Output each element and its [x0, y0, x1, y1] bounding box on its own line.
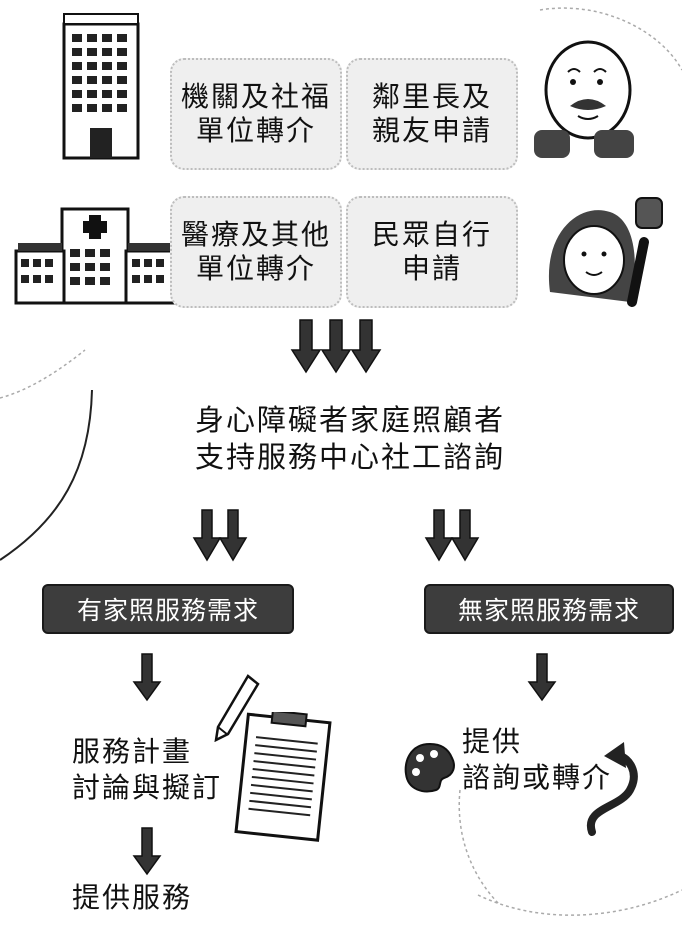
badge-has-need: 有家照服務需求 — [42, 584, 294, 634]
badge-no-need-label: 無家照服務需求 — [457, 596, 640, 625]
source-medical-line2: 單位轉介 — [195, 252, 316, 285]
source-village-line2: 親友申請 — [371, 114, 492, 147]
source-medical-referral: 醫療及其他 單位轉介 — [170, 196, 342, 308]
man-icon — [534, 40, 634, 158]
source-self-line1: 民眾自行 — [371, 218, 492, 251]
double-down-arrow-left-icon — [192, 509, 248, 562]
source-village-line1: 鄰里長及 — [371, 80, 492, 113]
badge-no-need: 無家照服務需求 — [424, 584, 674, 634]
triple-down-arrow-icon — [290, 319, 382, 374]
hospital-icon — [14, 207, 178, 305]
center-line1: 身心障礙者家庭照顧者 — [194, 403, 505, 437]
center-consultation: 身心障礙者家庭照顧者 支持服務中心社工諮詢 — [170, 402, 530, 476]
source-self-application: 民眾自行 申請 — [346, 196, 518, 308]
pencil-icon — [214, 674, 260, 742]
service-plan-text: 服務計畫 討論與擬訂 — [72, 734, 242, 806]
service-plan-line2: 討論與擬訂 — [72, 771, 223, 804]
consult-referral-text: 提供 諮詢或轉介 — [462, 724, 642, 796]
source-agency-line1: 機關及社福 — [180, 80, 331, 113]
source-village-chief: 鄰里長及 親友申請 — [346, 58, 518, 170]
source-agency-line2: 單位轉介 — [195, 114, 316, 147]
palette-icon — [404, 742, 455, 793]
down-arrow-right-icon — [527, 653, 557, 702]
consult-line2: 諮詢或轉介 — [462, 761, 613, 794]
clipboard-icon — [234, 712, 332, 842]
source-medical-line1: 醫療及其他 — [180, 218, 331, 251]
double-down-arrow-right-icon — [424, 509, 480, 562]
curved-arrow-icon — [586, 742, 638, 836]
center-line2: 支持服務中心社工諮詢 — [194, 440, 505, 474]
source-self-line2: 申請 — [401, 252, 462, 285]
woman-icon — [548, 197, 663, 307]
consult-line1: 提供 — [462, 725, 523, 758]
office-building-icon — [62, 13, 140, 160]
badge-has-need-label: 有家照服務需求 — [76, 596, 259, 625]
service-plan-line1: 服務計畫 — [72, 735, 193, 768]
provide-service-text: 提供服務 — [72, 881, 193, 914]
source-agency-referral: 機關及社福 單位轉介 — [170, 58, 342, 170]
down-arrow-final-icon — [132, 827, 162, 876]
down-arrow-left-icon — [132, 653, 162, 702]
